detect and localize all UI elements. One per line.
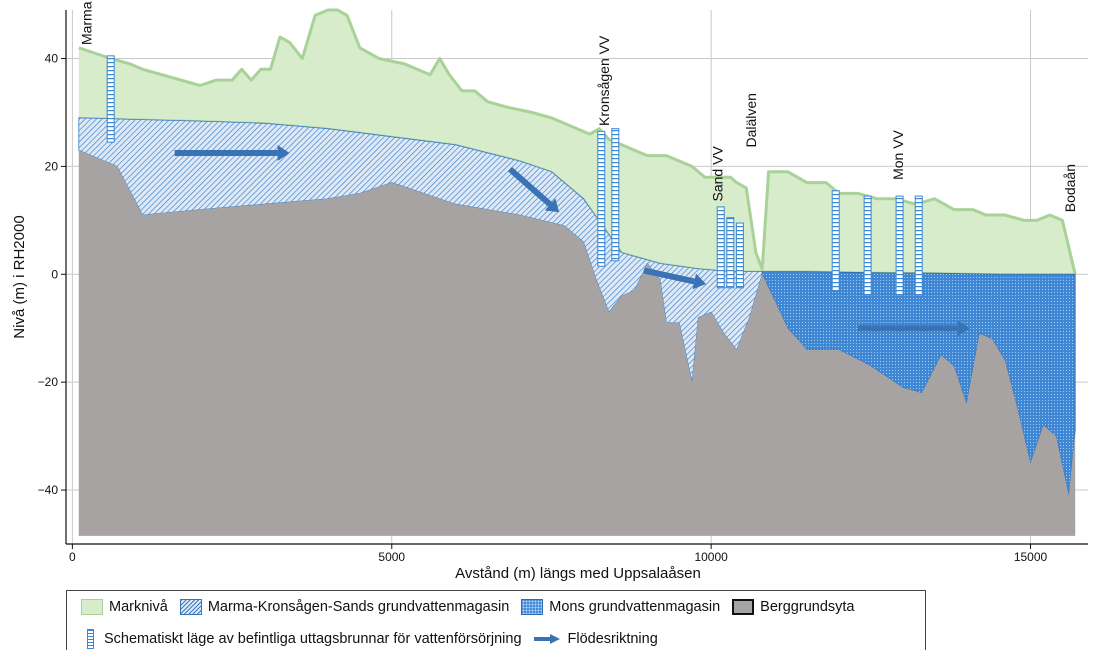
- well-marker: [895, 195, 904, 297]
- well-marker: [831, 190, 840, 291]
- x-tick-label: 15000: [1014, 550, 1048, 564]
- legend-item-marma: Marma-Kronsågen-Sands grundvattenmagasin: [179, 599, 510, 615]
- flow-arrow: [643, 267, 707, 290]
- legend-label: Marma-Kronsågen-Sands grundvattenmagasin: [207, 599, 510, 615]
- marknivå-swatch: [81, 599, 103, 615]
- legend-item-berggrundsyta: Berggrundsyta: [732, 599, 854, 615]
- legend-item-mons: Mons grundvattenmagasin: [521, 599, 720, 615]
- marknivå-fill: [78, 10, 1076, 275]
- annotation-label: Dalälven: [743, 93, 759, 147]
- annotation-label: Marma VV: [79, 0, 95, 45]
- legend-label: Schematiskt läge av befintliga uttagsbru…: [104, 631, 522, 647]
- flow-arrow-head: [957, 320, 970, 337]
- x-tick-label: 0: [69, 550, 76, 564]
- annotation-label: Sand VV: [710, 146, 726, 202]
- y-axis-label: Nivå (m) i RH2000: [11, 215, 28, 338]
- y-tick-label: 20: [45, 159, 59, 173]
- y-tick-label: 0: [51, 267, 58, 281]
- well-marker: [106, 55, 115, 143]
- bedrock-area: [78, 150, 1076, 536]
- legend-row-2: Schematiskt läge av befintliga uttagsbru…: [81, 629, 658, 649]
- well-marker: [597, 130, 606, 267]
- annotation-label: Kronsågen VV: [596, 35, 612, 126]
- well-marker: [726, 217, 735, 289]
- cross-section-chart: 0 5000 10000 15000 40 20 0 −20 −40 Marma VV Krons…: [11, 0, 1088, 582]
- flow-arrow: [174, 144, 290, 161]
- bedrock-polygon: [78, 150, 1076, 536]
- legend-label: Marknivå: [109, 599, 168, 615]
- x-tick-label: 5000: [378, 550, 405, 564]
- well-marker: [735, 222, 744, 289]
- flow-arrow-icon: [533, 634, 560, 644]
- well-icon: [87, 629, 94, 649]
- flow-arrow: [507, 166, 560, 213]
- axes: 0 5000 10000 15000 40 20 0 −20 −40: [38, 10, 1088, 564]
- berggrundsyta-swatch: [732, 599, 755, 615]
- y-tick-label: 40: [45, 52, 59, 66]
- well-marker: [914, 195, 923, 297]
- legend-item-wells: Schematiskt läge av befintliga uttagsbru…: [81, 629, 522, 649]
- y-tick-label: −20: [38, 375, 59, 389]
- wells: [106, 55, 923, 297]
- legend-label: Flödesriktning: [567, 631, 658, 647]
- legend-label: Mons grundvattenmagasin: [549, 599, 721, 615]
- annotation-label: Mon VV: [890, 129, 906, 179]
- x-tick-label: 10000: [694, 550, 728, 564]
- flow-arrow-shaft: [507, 166, 553, 207]
- y-tick-label: −40: [38, 483, 59, 497]
- legend-item-flow: Flödesriktning: [533, 631, 658, 647]
- well-marker: [611, 128, 620, 262]
- annotation-label: Bodaån: [1062, 164, 1078, 212]
- flow-arrow-head: [544, 198, 560, 213]
- flow-arrow-head: [692, 273, 707, 290]
- flow-arrow-shaft: [643, 267, 695, 285]
- flow-arrow-head: [277, 144, 290, 161]
- mons-swatch: [521, 599, 544, 615]
- marma-swatch: [179, 599, 202, 615]
- well-marker: [716, 206, 725, 289]
- marknivå-line: [78, 8, 1077, 275]
- legend-row-1: Marknivå Marma-Kronsågen-Sands grundvatt…: [81, 599, 854, 615]
- x-axis-label: Avstånd (m) längs med Uppsalaåsen: [455, 565, 701, 582]
- legend-label: Berggrundsyta: [760, 599, 855, 615]
- flow-arrows: [174, 144, 970, 337]
- legend-item-marknivå: Marknivå: [81, 599, 168, 615]
- well-marker: [863, 195, 872, 297]
- flow-arrow: [858, 320, 970, 337]
- legend: Marknivå Marma-Kronsågen-Sands grundvatt…: [66, 590, 926, 650]
